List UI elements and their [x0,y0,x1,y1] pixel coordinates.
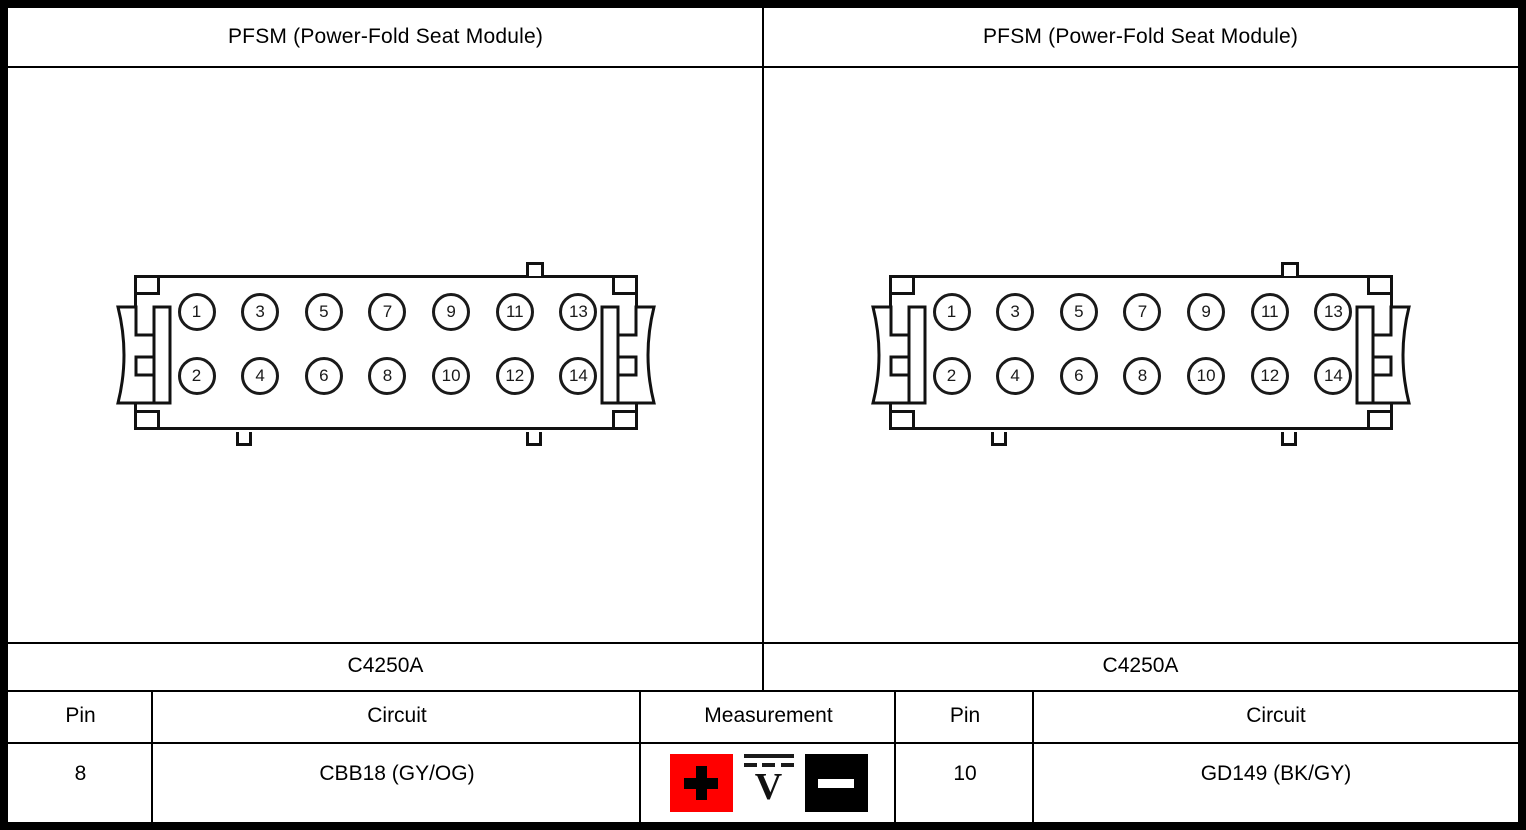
connector-bottom-tab-1-r [990,432,1007,446]
pin-1[interactable]: 1 [932,293,971,331]
plus-icon-vertical [695,766,707,800]
pin-12[interactable]: 12 [495,357,534,395]
module-header-band: PFSM (Power-Fold Seat Module) PFSM (Powe… [8,8,1518,66]
connector-ear-bottom-right-l [611,410,638,430]
pin-9[interactable]: 9 [432,293,471,331]
dc-dash-segment [780,763,794,767]
connector-id-band: C4250A C4250A [8,642,1518,690]
table-value-circuit-right: GD149 (BK/GY) [1200,762,1352,785]
pin-6[interactable]: 6 [304,357,343,395]
pin-7[interactable]: 7 [368,293,407,331]
pin-4[interactable]: 4 [996,357,1035,395]
pin-2[interactable]: 2 [177,357,216,395]
pin-13[interactable]: 13 [1314,293,1353,331]
connector-bottom-tab-2-l [525,432,542,446]
table-header-pin-left: Pin [8,690,153,744]
pin-11[interactable]: 11 [1250,293,1289,331]
dc-dashed-bar [743,763,794,767]
pin-10[interactable]: 10 [432,357,471,395]
pin-8[interactable]: 8 [1123,357,1162,395]
pin-row-even-right: 2 4 6 8 10 12 14 [932,357,1353,397]
module-title-right: PFSM (Power-Fold Seat Module) [982,25,1299,48]
dc-dash-segment [743,763,757,767]
pin-8[interactable]: 8 [368,357,407,395]
diagram-frame: PFSM (Power-Fold Seat Module) PFSM (Powe… [8,8,1518,822]
pin-11[interactable]: 11 [495,293,534,331]
table-header-circuit-right: Circuit [1034,690,1518,744]
connector-cell-left: 1 3 5 7 9 11 13 2 4 6 8 [8,66,763,642]
connector-ear-top-right-r [1366,275,1393,295]
pin-13[interactable]: 13 [559,293,598,331]
connector-top-tab-r [1280,262,1299,276]
table-top-line [8,690,1518,692]
negative-probe-icon [804,754,868,812]
table-divider [151,690,153,822]
connector-ear-bottom-left-l [133,410,160,430]
table-column-circuit-right: Circuit GD149 (BK/GY) [1034,690,1518,822]
table-divider [639,690,641,822]
pin-5[interactable]: 5 [304,293,343,331]
voltage-letter: V [754,766,783,808]
connector-latch-left-l [110,301,174,409]
dc-voltage-icon: V [740,752,798,814]
connector-ear-top-right-l [611,275,638,295]
connector-ear-bottom-left-r [888,410,915,430]
measurement-icon-group: V [669,752,868,814]
pin-3[interactable]: 3 [996,293,1035,331]
table-column-pin-left: Pin 8 [8,690,153,822]
table-header-measurement: Measurement [641,690,896,744]
table-value-pin-left: 8 [74,762,87,785]
minus-icon [818,778,854,788]
pin-9[interactable]: 9 [1187,293,1226,331]
table-column-pin-right: Pin 10 [896,690,1034,822]
connector-ear-bottom-right-r [1366,410,1393,430]
pin-3[interactable]: 3 [241,293,280,331]
pin-row-odd-left: 1 3 5 7 9 11 13 [177,293,598,333]
pin-5[interactable]: 5 [1059,293,1098,331]
connector-latch-right-r [1353,301,1417,409]
pin-7[interactable]: 7 [1123,293,1162,331]
pin-4[interactable]: 4 [241,357,280,395]
connector-top-tab-l [525,262,544,276]
connector-bottom-tab-1-l [235,432,252,446]
connector-id-right: C4250A [1102,654,1179,677]
connector-drawing-right: 1 3 5 7 9 11 13 2 4 6 8 [870,259,1411,449]
table-divider [1032,690,1034,822]
center-divider-line [762,8,764,690]
pin-row-odd-right: 1 3 5 7 9 11 13 [932,293,1353,333]
pin-row-even-left: 2 4 6 8 10 12 14 [177,357,598,397]
pin-10[interactable]: 10 [1187,357,1226,395]
positive-probe-icon [669,754,733,812]
connector-diagram-band: 1 3 5 7 9 11 13 2 4 6 8 [8,66,1518,642]
table-header-circuit-left: Circuit [153,690,641,744]
pin-1[interactable]: 1 [177,293,216,331]
pin-14[interactable]: 14 [559,357,598,395]
pin-data-table: Pin 8 Circuit CBB18 (GY/OG) Measurement [8,690,1518,822]
pin-grid-left: 1 3 5 7 9 11 13 2 4 6 8 [177,293,598,413]
pin-14[interactable]: 14 [1314,357,1353,395]
connector-latch-right-l [598,301,662,409]
connector-ear-top-left-l [133,275,160,295]
connector-id-left: C4250A [347,654,424,677]
connector-drawing-left: 1 3 5 7 9 11 13 2 4 6 8 [115,259,656,449]
table-column-measurement: Measurement [641,690,896,822]
pin-grid-right: 1 3 5 7 9 11 13 2 4 6 8 [932,293,1353,413]
connector-cell-right: 1 3 5 7 9 11 13 2 4 6 8 [763,66,1518,642]
table-value-measurement: V [641,744,896,822]
module-title-left: PFSM (Power-Fold Seat Module) [227,25,544,48]
dc-solid-bar [743,754,794,758]
table-value-pin-right: 10 [953,762,977,785]
table-value-circuit-left: CBB18 (GY/OG) [319,762,475,785]
pin-2[interactable]: 2 [932,357,971,395]
table-header-pin-right: Pin [896,690,1034,744]
connector-bottom-tab-2-r [1280,432,1297,446]
table-column-circuit-left: Circuit CBB18 (GY/OG) [153,690,641,822]
connector-latch-left-r [865,301,929,409]
connector-ear-top-left-r [888,275,915,295]
pin-12[interactable]: 12 [1250,357,1289,395]
pin-6[interactable]: 6 [1059,357,1098,395]
dc-dash-segment [762,763,775,767]
table-divider [894,690,896,822]
